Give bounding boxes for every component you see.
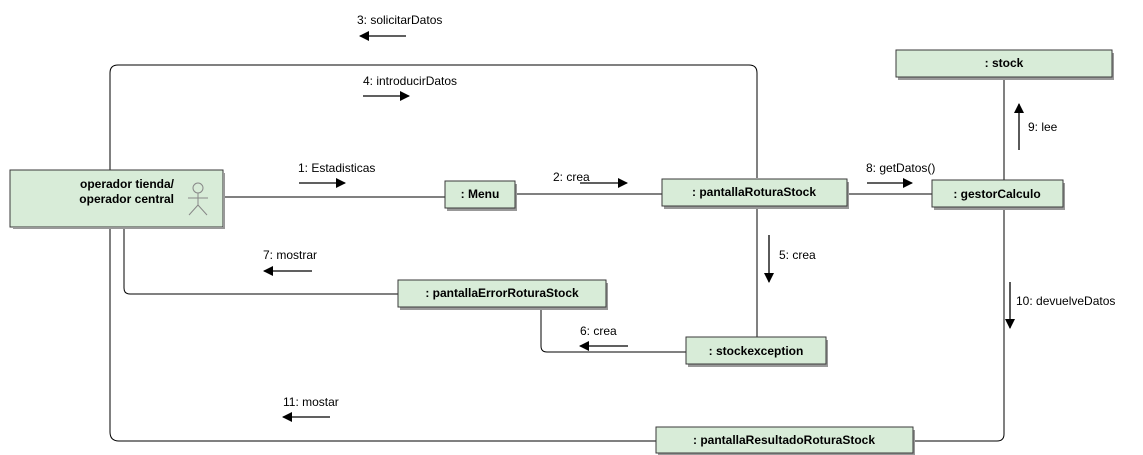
object-label-stockexception: : stockexception (709, 344, 804, 358)
object-label-pantalla-error: : pantallaErrorRoturaStock (425, 286, 579, 300)
actor-label-line2: operador central (79, 192, 174, 206)
object-box (444, 180, 516, 209)
actor-operador[interactable]: operador tienda/ operador central (9, 169, 225, 229)
message-label-m11: 11: mostar (283, 395, 339, 409)
message-label-m2: 2: crea (553, 170, 590, 184)
message-label-m1: 1: Estadisticas (298, 161, 375, 175)
link-actor-pantallarotura-loop (109, 64, 758, 178)
object-menu[interactable]: : Menu (444, 180, 517, 211)
object-box (397, 279, 607, 308)
message-label-m9: 9: lee (1028, 120, 1058, 134)
object-box (661, 178, 848, 207)
object-label-pantalla-resultado: : pantallaResultadoRoturaStock (693, 433, 875, 447)
object-box (685, 336, 827, 365)
link-actor-error (123, 228, 398, 295)
actor-box (9, 169, 224, 228)
object-stock[interactable]: : stock (895, 49, 1114, 80)
links (109, 64, 1005, 442)
message-labels: 1: Estadisticas 2: crea 3: solicitarDato… (263, 13, 1115, 409)
message-label-m7: 7: mostrar (263, 248, 317, 262)
link-error-stockexception (540, 309, 686, 353)
object-box (931, 179, 1064, 208)
message-label-m3: 3: solicitarDatos (357, 13, 442, 27)
message-label-m4: 4: introducirDatos (363, 74, 457, 88)
message-label-m8: 8: getDatos() (866, 161, 935, 175)
link-actor-resultado-loop (109, 228, 656, 442)
object-label-gestor: : gestorCalculo (953, 187, 1040, 201)
object-pantalla-error-rotura-stock[interactable]: : pantallaErrorRoturaStock (397, 279, 608, 310)
actor-stick-figure-icon (188, 182, 208, 216)
object-pantalla-rotura-stock[interactable]: : pantallaRoturaStock (661, 178, 849, 209)
actor-box-shadow (223, 173, 225, 229)
object-label-menu: : Menu (461, 187, 500, 201)
message-label-m5: 5: crea (779, 248, 816, 262)
object-stockexception[interactable]: : stockexception (685, 336, 828, 367)
actor-box-shadow-bottom (13, 227, 225, 229)
object-box (895, 49, 1113, 78)
object-label-pantalla-rotura: : pantallaRoturaStock (692, 185, 816, 199)
object-gestor-calculo[interactable]: : gestorCalculo (931, 179, 1065, 210)
object-label-stock: : stock (985, 56, 1024, 70)
link-gestor-resultado (913, 209, 1005, 442)
object-box (655, 426, 914, 454)
message-arrows (263, 31, 1024, 422)
object-pantalla-resultado-rotura-stock[interactable]: : pantallaResultadoRoturaStock (655, 426, 915, 455)
actor-label-line1: operador tienda/ (80, 177, 175, 191)
message-label-m6: 6: crea (580, 324, 617, 338)
message-label-m10: 10: devuelveDatos (1016, 294, 1115, 308)
